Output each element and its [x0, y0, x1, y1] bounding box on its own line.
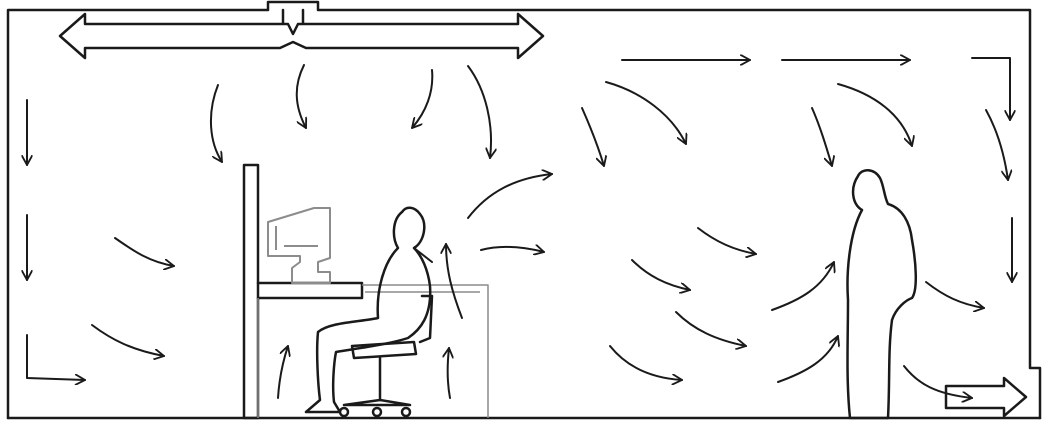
airflow-arrow: [675, 311, 746, 346]
airflow-arrow: [985, 109, 1008, 180]
airflow-arrow: [295, 64, 306, 128]
airflow-arrow: [448, 348, 450, 399]
airflow-arrow: [971, 57, 1010, 121]
airflow-arrow: [26, 334, 85, 380]
airflow-arrow: [467, 65, 491, 158]
airflow-arrow: [91, 324, 164, 356]
exhaust-arrow-icon: [944, 376, 1028, 418]
airflow-arrow: [467, 174, 552, 219]
computer-monitor-icon: [267, 207, 331, 284]
airflow-arrow: [210, 84, 222, 162]
airflow-arrow: [277, 346, 288, 399]
airflow-arrow: [811, 107, 832, 166]
airflow-arrow: [581, 107, 604, 166]
desk-frame: [257, 284, 489, 418]
airflow-arrow: [777, 336, 838, 383]
airflow-arrows: [27, 58, 1012, 398]
supply-diffuser-icon: [58, 8, 545, 60]
desk-top: [256, 281, 364, 300]
airflow-arrow: [480, 247, 544, 252]
airflow-arrow: [114, 237, 174, 266]
airflow-arrow: [837, 83, 912, 146]
airflow-arrow: [605, 81, 686, 144]
airflow-arrow: [631, 259, 690, 290]
office-chair-icon: [338, 294, 434, 418]
seated-person-icon: [304, 206, 433, 414]
airflow-arrow: [446, 243, 463, 319]
airflow-arrow: [609, 345, 682, 380]
standing-person-icon: [846, 169, 917, 420]
airflow-arrow: [697, 227, 756, 254]
partition-panel: [242, 163, 260, 420]
airflow-arrow: [903, 365, 972, 398]
workstation-desk: [242, 163, 489, 420]
airflow-arrow: [412, 69, 434, 128]
airflow-arrow: [771, 262, 834, 311]
airflow-arrow: [925, 281, 984, 308]
